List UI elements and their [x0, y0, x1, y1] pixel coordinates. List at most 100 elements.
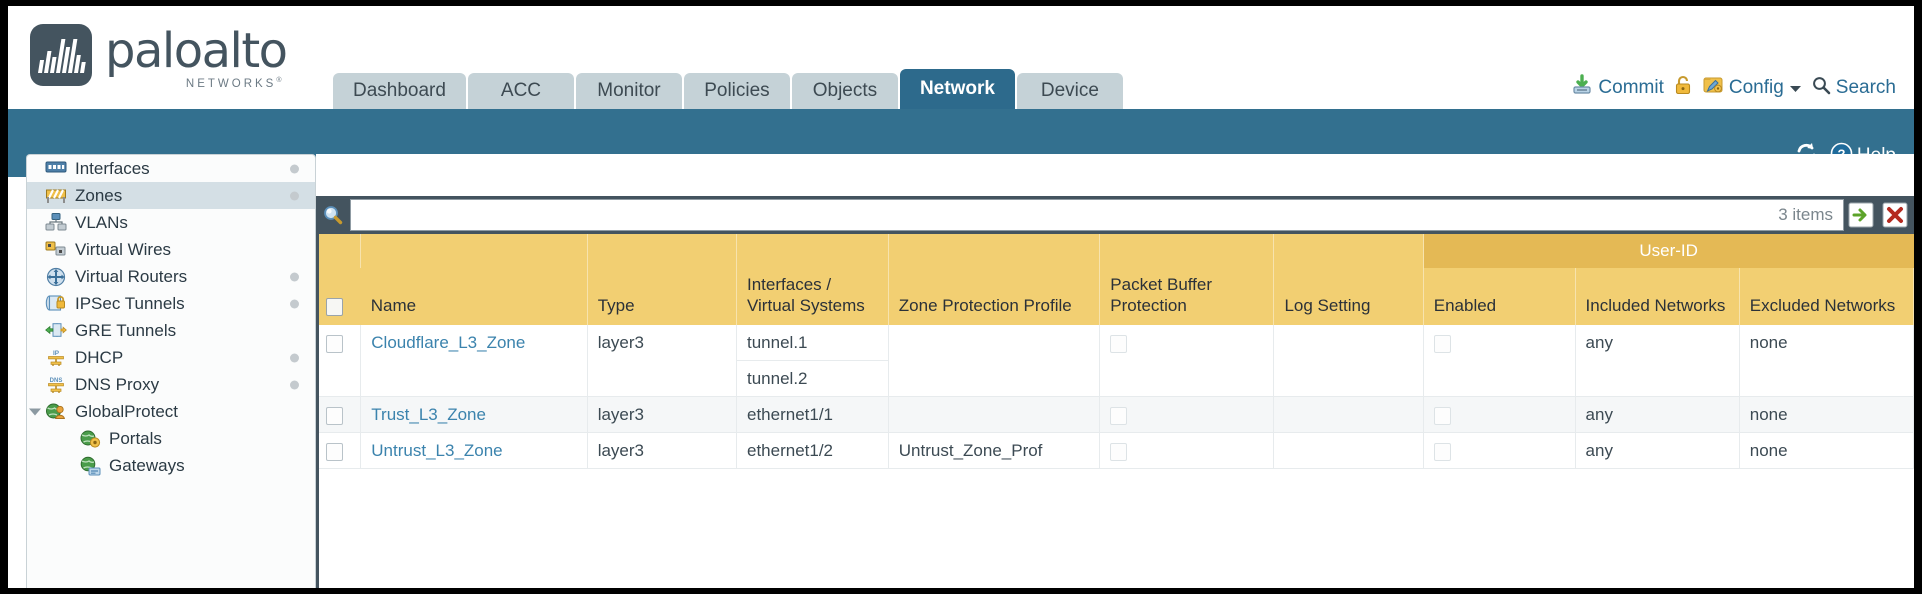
cell-packet-buffer-protection[interactable] [1099, 432, 1275, 469]
row-select-checkbox[interactable] [326, 334, 343, 353]
sidebar-item-gre-tunnels[interactable]: GRE Tunnels [27, 317, 315, 344]
config-menu[interactable]: Config [1702, 74, 1802, 102]
sidebar-item-portals[interactable]: Portals [27, 425, 315, 452]
cell-log-setting [1273, 325, 1424, 397]
dhcp-icon: IP [45, 348, 67, 368]
userid-enabled-checkbox[interactable] [1433, 406, 1451, 425]
sidebar-item-label: Gateways [109, 455, 185, 475]
apply-filter-button[interactable] [1846, 200, 1876, 230]
commit-button[interactable]: Commit [1571, 74, 1664, 102]
filter-search-icon[interactable] [316, 196, 350, 234]
row-select-cell[interactable] [316, 396, 362, 433]
row-select-checkbox[interactable] [326, 406, 343, 425]
search-button[interactable]: Search [1811, 75, 1896, 101]
sidebar-item-label: GRE Tunnels [75, 320, 177, 340]
row-select-checkbox[interactable] [326, 442, 343, 461]
select-all-header[interactable] [316, 268, 361, 325]
sidebar-item-indicator-dot [290, 380, 299, 389]
cell-packet-buffer-protection[interactable] [1099, 325, 1275, 397]
sidebar-item-label: DNS Proxy [75, 374, 160, 394]
cell-log-setting [1273, 432, 1424, 469]
sidebar-item-interfaces[interactable]: Interfaces [27, 155, 315, 182]
cell-userid-enabled[interactable] [1423, 396, 1576, 433]
tab-acc[interactable]: ACC [467, 73, 574, 109]
search-input[interactable] [351, 201, 1779, 229]
sidebar-item-globalprotect[interactable]: GlobalProtect [27, 398, 315, 425]
sidebar-item-label: IPSec Tunnels [75, 293, 185, 313]
zone-name-link[interactable]: Untrust_L3_Zone [371, 441, 503, 460]
tab-dashboard[interactable]: Dashboard [333, 73, 466, 109]
group-header-spacer [360, 234, 588, 268]
sidebar-item-label: Virtual Routers [75, 266, 188, 286]
packet-buffer-protection-checkbox[interactable] [1110, 442, 1128, 461]
cell-excluded-networks: none [1739, 396, 1914, 433]
sidebar-item-indicator-dot [290, 164, 299, 173]
group-header-user-id: User-ID [1423, 234, 1914, 268]
group-header-spacer [587, 234, 738, 268]
column-header-logset: Log Setting [1273, 268, 1424, 325]
zone-name-link[interactable]: Trust_L3_Zone [371, 405, 486, 424]
sidebar-item-indicator-dot [290, 272, 299, 281]
sidebar-item-indicator-dot [290, 353, 299, 362]
sidebar-item-gateways[interactable]: Gateways [27, 452, 315, 479]
paloalto-logo-mark [30, 24, 92, 86]
cell-name: Trust_L3_Zone [360, 396, 588, 433]
row-select-cell[interactable] [316, 325, 362, 397]
item-count-label: 3 items [1778, 205, 1833, 224]
cell-zone-protection-profile [888, 396, 1101, 433]
cell-included-networks: any [1575, 432, 1740, 469]
tab-objects[interactable]: Objects [791, 73, 898, 109]
select-all-checkbox[interactable] [326, 297, 343, 316]
packet-buffer-protection-checkbox[interactable] [1110, 334, 1128, 353]
logo-subtext: NETWORKS® [105, 77, 287, 90]
cell-userid-enabled[interactable] [1423, 325, 1576, 397]
tab-device[interactable]: Device [1016, 73, 1123, 109]
cell-excluded-networks: none [1739, 325, 1914, 397]
row-select-cell[interactable] [316, 432, 362, 469]
cell-included-networks: any [1575, 396, 1740, 433]
vlans-icon [45, 212, 67, 233]
caret-down-icon[interactable] [29, 408, 41, 415]
cell-userid-enabled[interactable] [1423, 432, 1576, 469]
column-header-zpp: Zone Protection Profile [888, 268, 1101, 325]
sidebar-item-virtual-routers[interactable]: Virtual Routers [27, 263, 315, 290]
sidebar-item-virtual-wires[interactable]: Virtual Wires [27, 236, 315, 263]
tab-monitor[interactable]: Monitor [575, 73, 682, 109]
sidebar-item-vlans[interactable]: VLANs [27, 209, 315, 236]
zone-name-link[interactable]: Cloudflare_L3_Zone [371, 333, 526, 352]
column-header-ifaces: Interfaces / Virtual Systems [736, 268, 889, 325]
packet-buffer-protection-checkbox[interactable] [1110, 406, 1128, 425]
cell-packet-buffer-protection[interactable] [1099, 396, 1275, 433]
magnifier-icon [1811, 75, 1831, 101]
globalprotect-icon [45, 402, 67, 422]
cell-excluded-networks: none [1739, 432, 1914, 469]
padlock-icon [1673, 74, 1693, 102]
tab-network[interactable]: Network [899, 69, 1015, 109]
tab-label: Device [1040, 80, 1099, 101]
filter-input-wrap[interactable]: 3 items [350, 199, 1844, 231]
column-header-pbp: Packet Buffer Protection [1099, 268, 1275, 325]
userid-enabled-checkbox[interactable] [1433, 334, 1451, 353]
sidebar-item-ipsec-tunnels[interactable]: IPSec Tunnels [27, 290, 315, 317]
tab-label: Monitor [597, 80, 661, 101]
group-header-spacer [316, 234, 362, 268]
cell-type: layer3 [587, 432, 738, 469]
sidebar-item-zones[interactable]: Zones [27, 182, 315, 209]
interface-entry: ethernet1/1 [747, 405, 834, 424]
tab-policies[interactable]: Policies [683, 73, 790, 109]
lock-button[interactable] [1673, 74, 1693, 102]
sidebar-item-label: Virtual Wires [75, 239, 172, 259]
userid-enabled-checkbox[interactable] [1433, 442, 1451, 461]
clear-filter-button[interactable] [1880, 200, 1910, 230]
